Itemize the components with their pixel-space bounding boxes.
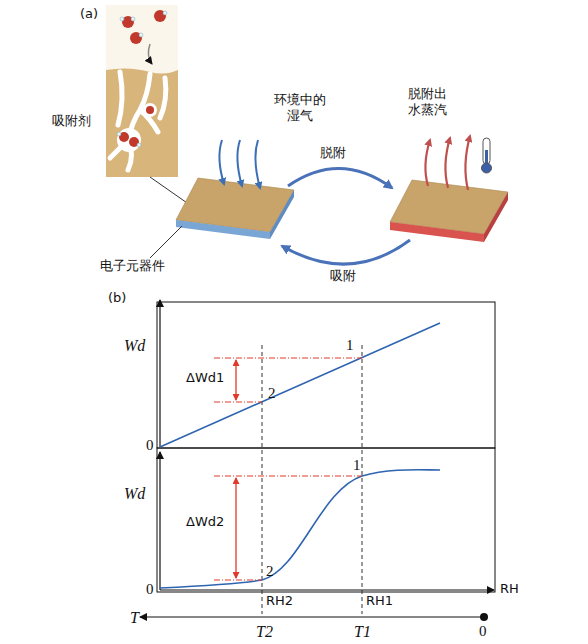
- axis-origin: 0: [146, 580, 154, 599]
- guide-lines: [262, 345, 362, 614]
- callout-number: 2: [266, 562, 274, 581]
- axis-label: Wd: [124, 336, 145, 356]
- vapor-arrows: [425, 136, 470, 190]
- process-name: 脱附: [320, 145, 346, 161]
- callout-number: 1: [353, 456, 361, 475]
- delta-label: ΔWd1: [186, 370, 224, 386]
- part-name: 环境中的 湿气: [270, 92, 330, 125]
- axis-label: Wd: [124, 484, 145, 504]
- callout-number: 2: [268, 384, 276, 403]
- process-name: 吸附: [330, 268, 356, 284]
- linear-isotherm: [160, 323, 440, 447]
- part-name: 脱附出 水蒸汽: [404, 86, 451, 119]
- axes: [140, 300, 494, 617]
- tick-label: 0: [479, 622, 487, 641]
- adsorb-plate: [150, 178, 294, 258]
- adsorbent-inset: [106, 5, 190, 205]
- tick-label: T1: [354, 622, 371, 642]
- delta-label: ΔWd2: [186, 514, 224, 530]
- origin-dot: [480, 613, 488, 621]
- axis-label: T: [130, 608, 139, 628]
- panel-tag: (a): [80, 6, 98, 22]
- desorb-arrow: [288, 168, 392, 188]
- level-lines: [214, 358, 362, 580]
- callout-number: 1: [346, 336, 354, 355]
- desorb-plate: [390, 180, 508, 242]
- part-name: 电子元器件: [100, 258, 165, 274]
- plot-frames: [157, 302, 495, 592]
- adsorb-arrow: [282, 240, 410, 264]
- tick-label: RH1: [366, 593, 393, 609]
- axis-label: RH: [500, 581, 519, 597]
- moisture-arrows: [219, 140, 260, 188]
- tick-label: RH2: [266, 593, 293, 609]
- tick-label: T2: [256, 622, 273, 642]
- axis-origin: 0: [146, 436, 154, 455]
- delta-arrows: [235, 360, 236, 578]
- s-isotherm: [160, 470, 440, 588]
- part-name: 吸附剂: [52, 113, 91, 129]
- panel-tag: (b): [108, 290, 126, 306]
- thermometer: [482, 138, 492, 173]
